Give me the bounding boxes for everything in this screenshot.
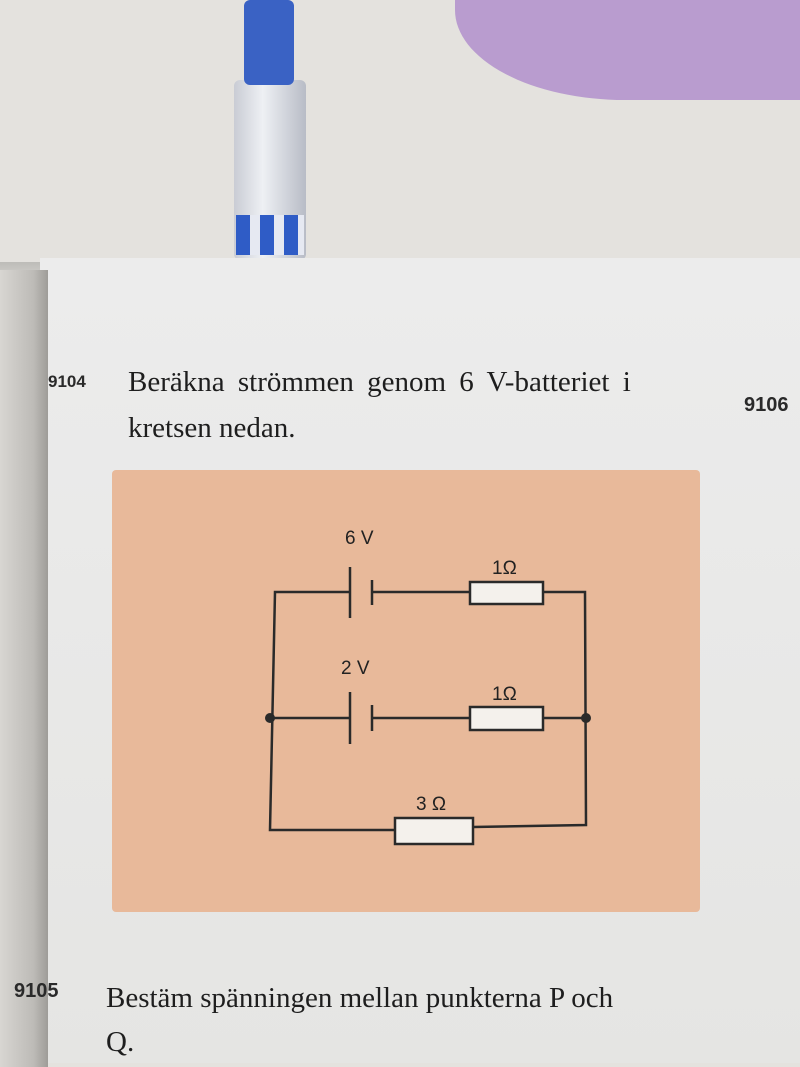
wire-top	[268, 590, 395, 832]
problem-9104-line1: Beräkna strömmen genom 6 V-batteriet i	[128, 366, 631, 398]
resistor-bottom	[393, 816, 475, 846]
problem-number-9105: 9105	[14, 980, 59, 1002]
label-resistor-middle: 1Ω	[492, 684, 517, 705]
resistor-middle	[468, 705, 545, 732]
node-left	[265, 713, 275, 723]
label-resistor-bottom: 3 Ω	[416, 794, 446, 815]
label-resistor-top: 1Ω	[492, 558, 517, 579]
pen-cap	[244, 0, 294, 85]
problem-9105-line1: Bestäm spänningen mellan punkterna P och	[106, 982, 614, 1014]
resistor-top	[468, 580, 545, 606]
problem-number-9104: 9104	[48, 372, 86, 391]
pen-band	[236, 215, 304, 255]
problem-9104-line2: kretsen nedan.	[128, 412, 296, 444]
node-right	[581, 713, 591, 723]
label-battery-2v: 2 V	[341, 658, 370, 679]
problem-9105-line2: Q.	[106, 1026, 135, 1058]
problem-number-9106: 9106	[744, 394, 789, 416]
wire-right	[472, 590, 588, 829]
label-battery-6v: 6 V	[345, 528, 374, 549]
book-edge	[0, 270, 48, 1067]
